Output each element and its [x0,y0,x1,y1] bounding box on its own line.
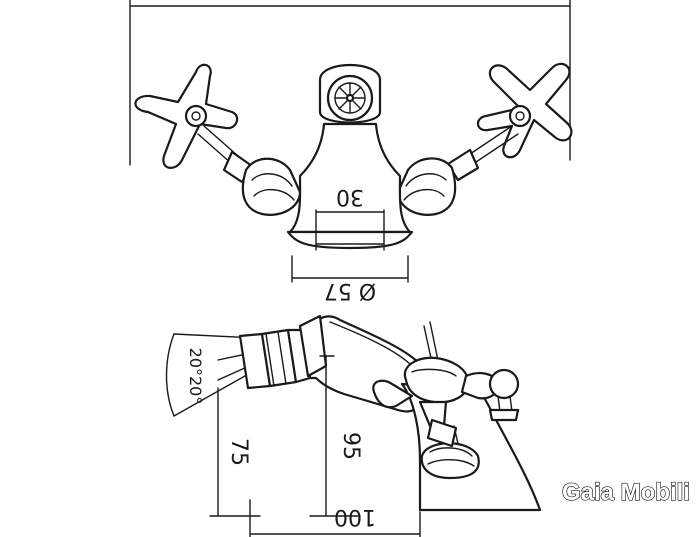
side-cross-handle [372,321,500,428]
right-cross-handle [476,62,573,159]
spout-width-label: 30 [336,184,364,209]
brand-logo: Gaia Mobili [562,479,690,506]
right-height-label: 95 [338,432,363,460]
left-height-label: 75 [226,438,251,466]
base-valve [420,418,480,480]
left-valve [197,125,302,216]
side-view: 20°20° [165,314,542,537]
top-view: 30 Ø 57 [129,0,573,303]
base-diameter-label: Ø 57 [324,278,376,303]
depth-label: 100 [334,504,376,529]
right-valve [396,125,519,216]
spout-angle-label: 20°20° [186,348,205,405]
nozzle [238,328,312,390]
spout-width-dimension: 30 [315,184,385,251]
aerator [318,63,382,124]
right-height-dimension: 95 [309,355,363,517]
depth-dimension: 100 [249,499,421,537]
left-cross-handle [134,63,239,169]
left-height-dimension: 75 [209,387,261,517]
base-diameter-dimension: Ø 57 [291,255,409,303]
side-lever [488,368,520,422]
